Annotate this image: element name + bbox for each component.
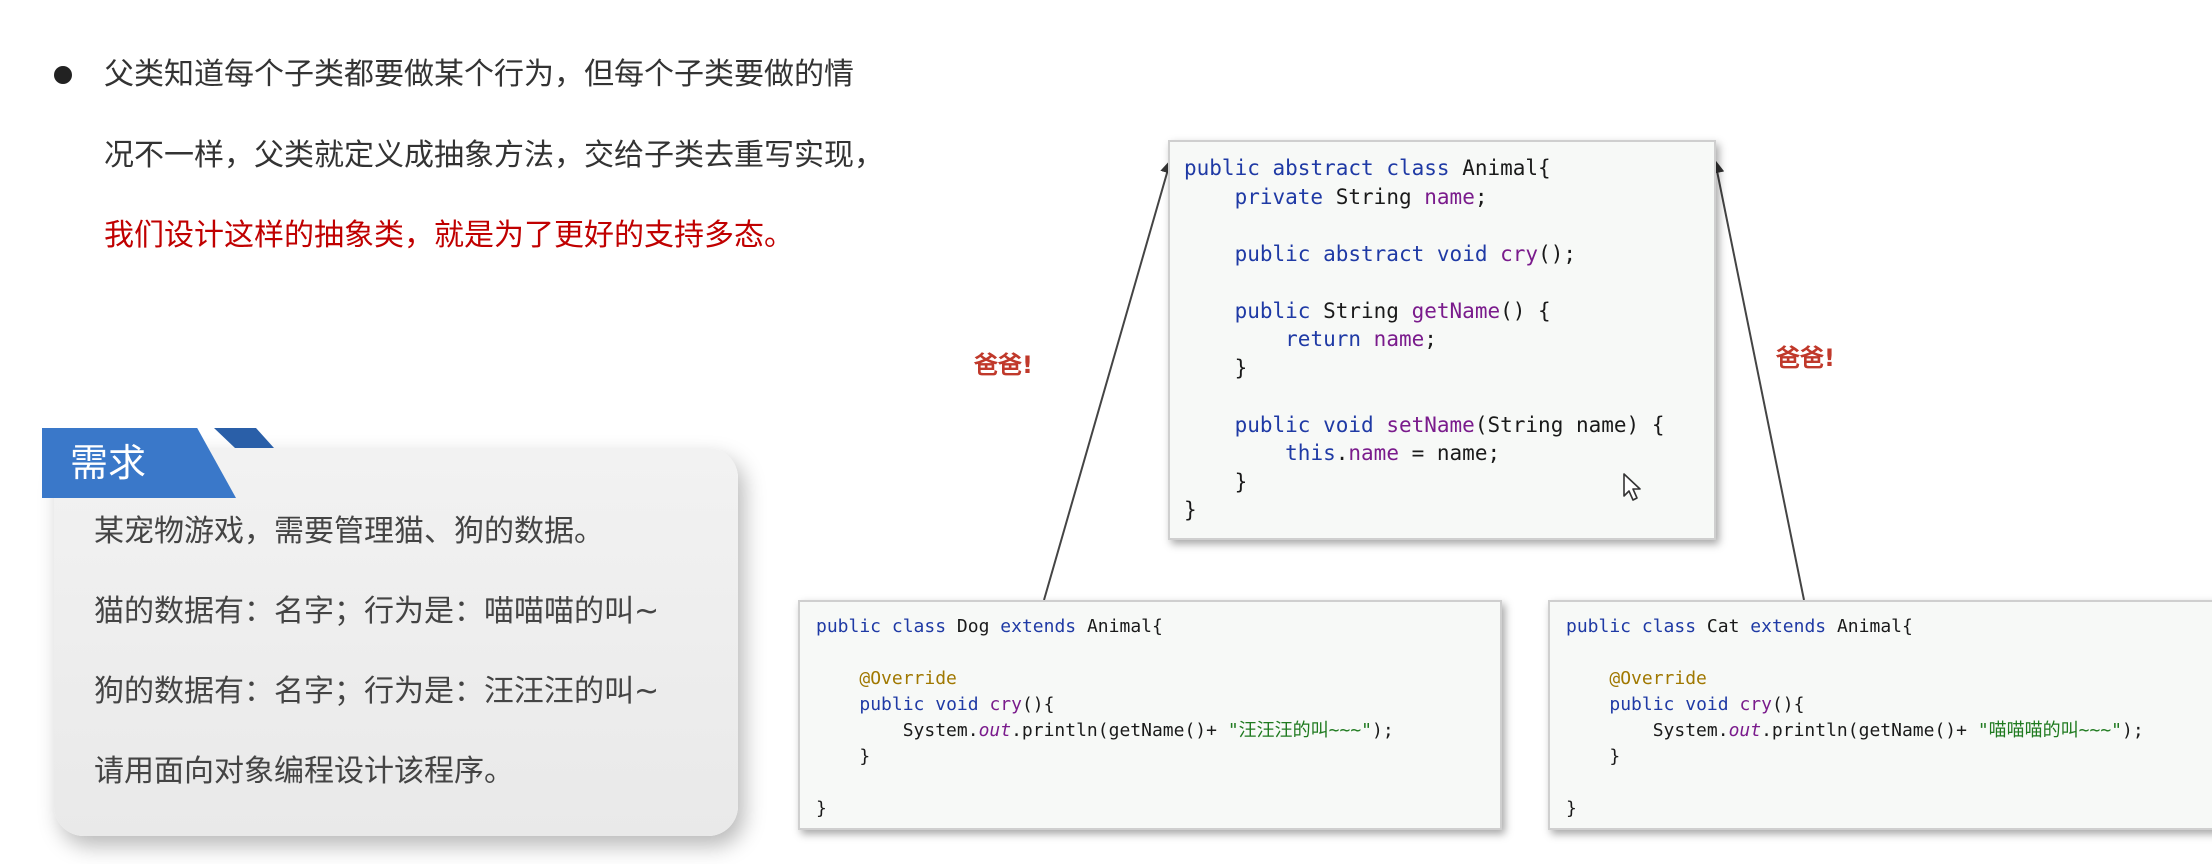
requirement-line-2: 猫的数据有：名字；行为是：喵喵喵的叫~ (94, 594, 660, 629)
requirement-line-3: 狗的数据有：名字；行为是：汪汪汪的叫~ (94, 674, 660, 709)
cat-to-animal-arrow (1710, 159, 1805, 601)
dog-class-code: public class Dog extends Animal{ @Overri… (798, 600, 1502, 830)
requirement-title: 需求 (70, 441, 147, 485)
requirement-line-1: 某宠物游戏，需要管理猫、狗的数据。 (94, 514, 604, 549)
requirement-card (54, 448, 738, 836)
mouse-cursor-icon (1623, 473, 1641, 501)
cat-class-code: public class Cat extends Animal{ @Overri… (1548, 600, 2212, 830)
bullet-dot (54, 66, 72, 84)
dog-to-animal-arrow (1043, 159, 1174, 601)
dad-label-right: 爸爸! (1776, 344, 1835, 372)
bullet-line-2: 况不一样，父类就定义成抽象方法，交给子类去重写实现， (104, 138, 884, 173)
dad-label-left: 爸爸! (974, 351, 1033, 379)
bullet-line-1: 父类知道每个子类都要做某个行为，但每个子类要做的情 (104, 57, 854, 92)
requirement-line-4: 请用面向对象编程设计该程序。 (94, 754, 514, 789)
animal-class-code: public abstract class Animal{ private St… (1168, 140, 1716, 540)
bullet-line-3-highlight: 我们设计这样的抽象类，就是为了更好的支持多态。 (104, 218, 794, 253)
